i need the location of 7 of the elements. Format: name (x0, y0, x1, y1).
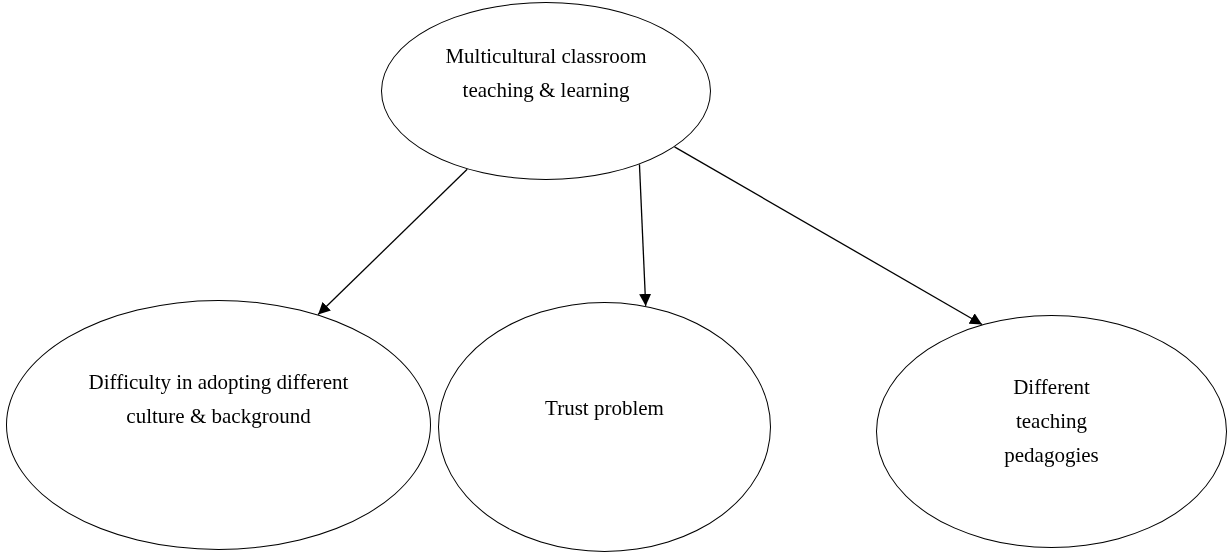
arrow (638, 163, 652, 307)
node-label: Difficulty in adopting different culture & background (87, 369, 350, 430)
arrow (673, 146, 983, 326)
arrow (317, 168, 468, 316)
node-label: Multicultural classroom teaching & learning (444, 43, 648, 104)
node-label: Different teaching pedagogies (1003, 374, 1100, 469)
node-label: Trust problem (545, 395, 664, 422)
